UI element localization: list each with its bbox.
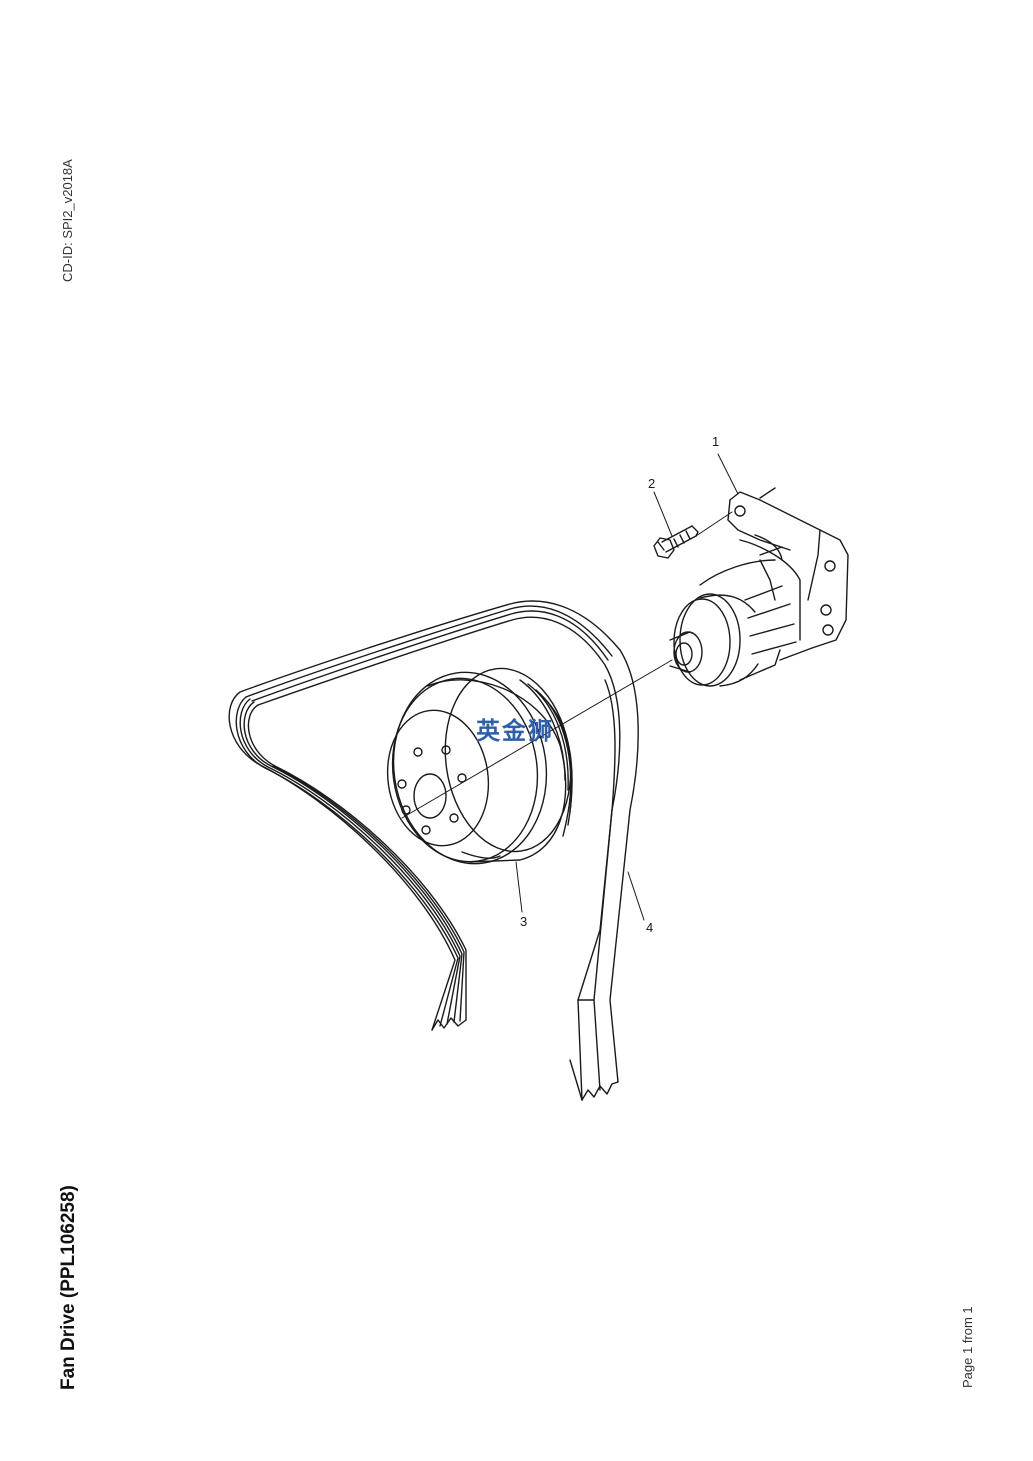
pulley	[386, 667, 573, 865]
callout-labels: 1 2 3 4	[520, 434, 719, 935]
leader-lines	[515, 453, 739, 921]
callout-4: 4	[646, 920, 653, 935]
watermark-text: 英金狮	[476, 717, 554, 745]
fan-drive-housing	[669, 487, 849, 687]
axis-lines	[401, 511, 733, 819]
callout-3: 3	[520, 914, 527, 929]
drive-belt	[228, 600, 639, 1101]
bolt	[653, 525, 699, 559]
callout-2: 2	[648, 476, 655, 491]
callout-1: 1	[712, 434, 719, 449]
